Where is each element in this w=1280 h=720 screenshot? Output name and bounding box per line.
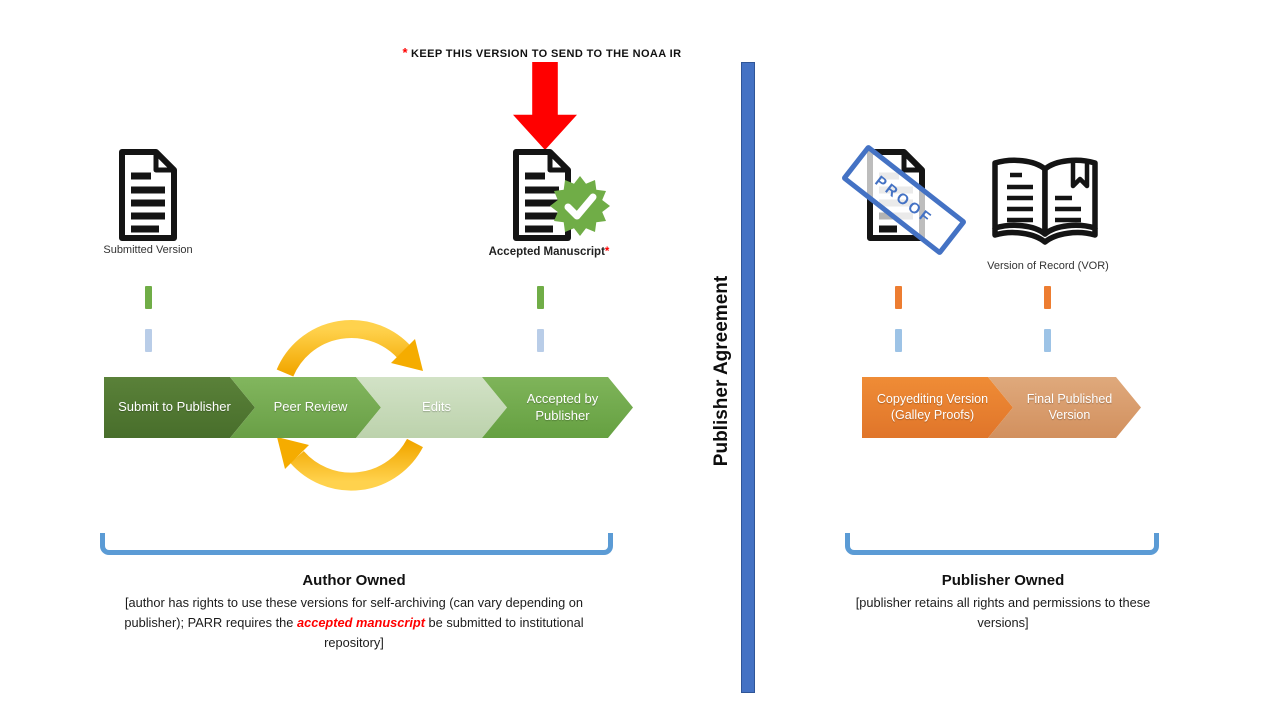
version-of-record-book-icon <box>992 157 1098 245</box>
accepted-manuscript-label: Accepted Manuscript* <box>488 246 610 258</box>
accepted-manuscript-highlight: accepted manuscript <box>296 614 425 630</box>
connector-dash-vor-top <box>1044 286 1051 309</box>
keep-version-note-text: KEEP THIS VERSION TO SEND TO THE NOAA IR <box>411 48 682 60</box>
connector-dash-proof-bottom <box>895 329 902 352</box>
connector-dash-submitted-bottom <box>145 329 152 352</box>
publisher-owned-title: Publisher Owned <box>941 572 1065 589</box>
submitted-version-document-icon <box>119 149 177 241</box>
connector-dash-proof-top <box>895 286 902 309</box>
keep-version-note: *KEEP THIS VERSION TO SEND TO THE NOAA I… <box>372 45 712 60</box>
author-owned-section: Author Owned [author has rights to use t… <box>94 572 614 652</box>
red-asterisk: * <box>402 45 408 60</box>
flow-step-final-published-version: Final Published Version <box>988 377 1141 438</box>
accepted-manuscript-document-icon <box>513 149 571 241</box>
connector-dash-accepted-top <box>537 286 544 309</box>
author-owned-bracket <box>100 533 613 555</box>
connector-dash-accepted-bottom <box>537 329 544 352</box>
flow-step-accepted-by-publisher: Accepted by Publisher <box>482 377 633 438</box>
red-asterisk: * <box>604 246 610 258</box>
flow-step-submit-to-publisher: Submit to Publisher <box>104 377 255 438</box>
author-owned-note: [author has rights to use these versions… <box>124 595 584 650</box>
publisher-agreement-bar <box>741 62 755 693</box>
flow-step-peer-review: Peer Review <box>230 377 381 438</box>
author-owned-title: Author Owned <box>302 572 406 589</box>
flow-step-copyediting-version: Copyediting Version (Galley Proofs) <box>862 377 1013 438</box>
publisher-owned-section: Publisher Owned [publisher retains all r… <box>838 572 1168 633</box>
red-down-arrow-icon <box>513 62 577 150</box>
publisher-process-flow: Copyediting Version (Galley Proofs) Fina… <box>862 377 1141 438</box>
publisher-owned-note: [publisher retains all rights and permis… <box>855 595 1151 630</box>
connector-dash-vor-bottom <box>1044 329 1051 352</box>
publisher-agreement-label: Publisher Agreement <box>711 275 732 467</box>
publisher-owned-bracket <box>845 533 1159 555</box>
author-process-flow: Submit to Publisher Peer Review Edits Ac… <box>104 377 633 438</box>
revision-cycle-arrows-icon <box>276 320 423 491</box>
submitted-version-label: Submitted Version <box>103 244 193 256</box>
approved-seal-check-icon <box>550 176 610 236</box>
version-of-record-label: Version of Record (VOR) <box>987 260 1109 272</box>
connector-dash-submitted-top <box>145 286 152 309</box>
flow-step-edits: Edits <box>356 377 507 438</box>
